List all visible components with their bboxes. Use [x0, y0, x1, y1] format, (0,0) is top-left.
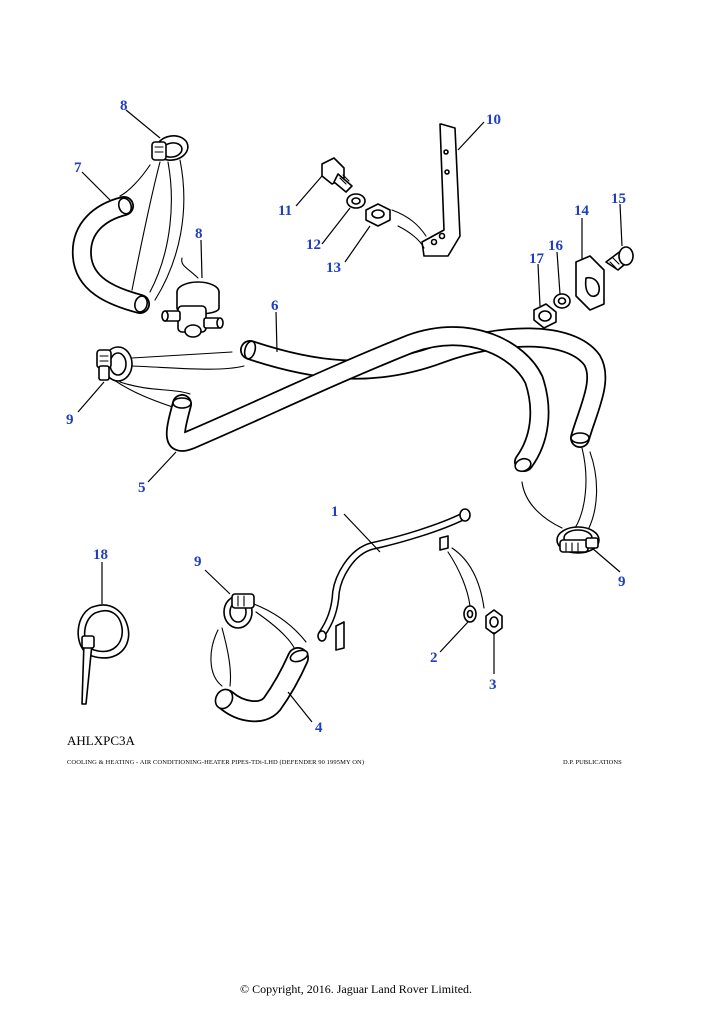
- callout-16: 16: [548, 238, 564, 254]
- bolt-part-11: [321, 157, 353, 193]
- leader-lines: [77, 109, 623, 723]
- hose-part-4: [214, 647, 309, 723]
- callout-3: 3: [489, 677, 497, 693]
- callout-8: 8: [195, 226, 203, 242]
- callout-12: 12: [306, 237, 321, 253]
- clamp-part-9-left: [96, 346, 245, 413]
- nut-part-17: [533, 303, 557, 329]
- clamp-part-9-top: [119, 135, 189, 301]
- callout-15: 15: [611, 191, 626, 207]
- bracket-part-10: [391, 123, 461, 257]
- callout-9-right: 9: [618, 574, 626, 590]
- clip-part-14: [575, 255, 605, 311]
- callout-11: 11: [278, 203, 292, 219]
- copyright-notice: © Copyright, 2016. Jaguar Land Rover Lim…: [239, 982, 473, 996]
- callout-6: 6: [271, 298, 279, 314]
- callout-17: 17: [529, 251, 545, 267]
- clamp-part-9-right: [521, 447, 600, 554]
- callout-9-left: 9: [66, 412, 74, 428]
- screw-part-15: [605, 246, 634, 271]
- callout-13: 13: [326, 260, 341, 276]
- diagram-caption: COOLING & HEATING - AIR CONDITIONING-HEA…: [67, 759, 365, 766]
- hose-part-7: [71, 196, 150, 314]
- callout-7: 7: [74, 160, 82, 176]
- washer-part-12: [346, 193, 366, 209]
- valve-part-8: [161, 257, 224, 338]
- nut-part-13: [365, 203, 391, 227]
- callout-18: 18: [93, 547, 108, 563]
- callout-4: 4: [315, 720, 323, 736]
- heater-pipe-assembly: [165, 326, 607, 473]
- callout-10: 10: [486, 112, 501, 128]
- callout-1: 1: [331, 504, 339, 520]
- callout-14: 14: [574, 203, 590, 219]
- cable-tie-part-18: [77, 604, 130, 705]
- publisher-label: D.P. PUBLICATIONS: [563, 759, 622, 766]
- callout-labels: 8 7 8 6 9 5 10 11 12 13 14 15 16 17 1 2 …: [66, 98, 626, 736]
- washer-part-2: [463, 605, 477, 623]
- callout-9-top: 8: [120, 98, 128, 114]
- nut-part-3: [485, 609, 503, 635]
- callout-2: 2: [430, 650, 438, 666]
- washer-part-16: [553, 293, 571, 309]
- callout-9-bottom: 9: [194, 554, 202, 570]
- callout-5: 5: [138, 480, 146, 496]
- metal-pipe-part-1: [317, 508, 485, 651]
- diagram-code: AHLXPC3A: [67, 733, 135, 748]
- clamp-part-9-bottom: [210, 593, 307, 687]
